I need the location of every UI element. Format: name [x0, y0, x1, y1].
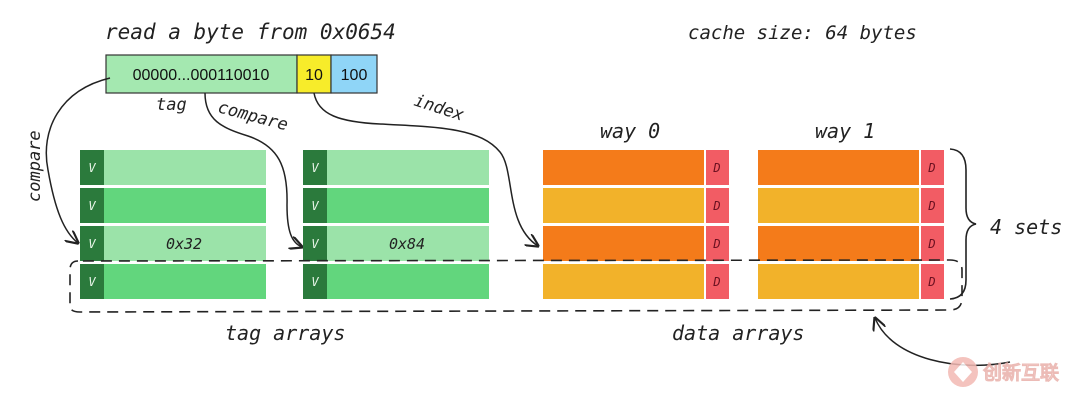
tag-cell	[327, 226, 489, 261]
tag-cell	[104, 188, 266, 223]
valid-flag: V	[311, 199, 319, 213]
dirty-flag: D	[927, 275, 935, 289]
index-arrow	[313, 92, 538, 246]
valid-flag: V	[311, 161, 319, 175]
tag-array-0: V V V V 0x32	[80, 150, 266, 299]
way0-label: way 0	[600, 119, 660, 143]
dirty-flag: D	[927, 161, 935, 175]
dirty-flag: D	[927, 237, 935, 251]
index-bits-text: 10	[305, 67, 323, 84]
offset-bits-text: 100	[341, 67, 368, 84]
tag-cell	[327, 188, 489, 223]
data-line	[543, 188, 704, 223]
compare-left-arrow	[45, 77, 111, 243]
tag-cell	[327, 264, 489, 299]
dirty-bit-cell	[921, 188, 944, 223]
tag-cell	[327, 150, 489, 185]
valid-bit-cell	[303, 264, 327, 299]
tag-value: 0x84	[389, 235, 425, 253]
watermark-logo-mark	[954, 362, 972, 382]
tag-cell	[104, 264, 266, 299]
tag-bits-text: 00000...000110010	[133, 67, 270, 84]
tag-cell	[104, 226, 266, 261]
dirty-flag: D	[712, 275, 720, 289]
selected-set-arrow	[875, 318, 1011, 367]
tag-value: 0x32	[166, 235, 202, 253]
dirty-bit-cell	[706, 264, 729, 299]
valid-flag: V	[311, 275, 319, 289]
address-bits: 00000...000110010 10 100	[105, 54, 378, 94]
tag-arrays-label: tag arrays	[225, 321, 345, 345]
dirty-bit-cell	[921, 150, 944, 185]
valid-bit-cell	[80, 150, 104, 185]
dirty-flag: D	[712, 199, 720, 213]
valid-bit-cell	[80, 188, 104, 223]
cache-size-label: cache size: 64 bytes	[688, 22, 917, 44]
valid-flag: V	[88, 275, 96, 289]
data-line	[758, 264, 919, 299]
way1-label: way 1	[815, 119, 875, 143]
data-line	[758, 226, 919, 261]
dirty-flag: D	[927, 199, 935, 213]
read-instruction: read a byte from 0x0654	[105, 20, 396, 44]
data-array-way0: D D D D	[543, 150, 729, 299]
valid-flag: V	[311, 237, 319, 251]
dirty-flag: D	[712, 161, 720, 175]
valid-bit-cell	[303, 188, 327, 223]
tag-label: tag	[156, 95, 187, 115]
valid-flag: V	[88, 199, 96, 213]
data-line	[543, 226, 704, 261]
data-array-way1: D D D D	[758, 150, 944, 299]
dirty-bit-cell	[921, 226, 944, 261]
data-line	[543, 264, 704, 299]
watermark: 创新互联	[948, 357, 1059, 387]
dirty-flag: D	[712, 237, 720, 251]
sets-label: 4 sets	[990, 215, 1062, 239]
dirty-bit-cell	[706, 150, 729, 185]
offset-bits-box	[330, 54, 378, 94]
tag-array-1: V V V V 0x84	[303, 150, 489, 299]
compare-left-label: compare	[25, 130, 45, 202]
dirty-bit-cell	[706, 226, 729, 261]
valid-bit-cell	[303, 150, 327, 185]
tag-cell	[104, 150, 266, 185]
dirty-bit-cell	[921, 264, 944, 299]
compare-mid-arrow	[204, 92, 302, 247]
data-arrays-label: data arrays	[672, 321, 804, 345]
data-line	[758, 188, 919, 223]
data-line	[758, 150, 919, 185]
tag-bits-box	[105, 54, 298, 94]
dirty-bit-cell	[706, 188, 729, 223]
selected-set-outline	[69, 259, 963, 313]
valid-bit-cell	[303, 226, 327, 261]
valid-flag: V	[88, 237, 96, 251]
index-label: index	[411, 91, 467, 126]
valid-bit-cell	[80, 226, 104, 261]
compare-mid-label: compare	[216, 98, 290, 136]
valid-flag: V	[88, 161, 96, 175]
watermark-text: 创新互联	[982, 361, 1059, 384]
data-line	[543, 150, 704, 185]
sets-brace	[949, 148, 977, 300]
valid-bit-cell	[80, 264, 104, 299]
